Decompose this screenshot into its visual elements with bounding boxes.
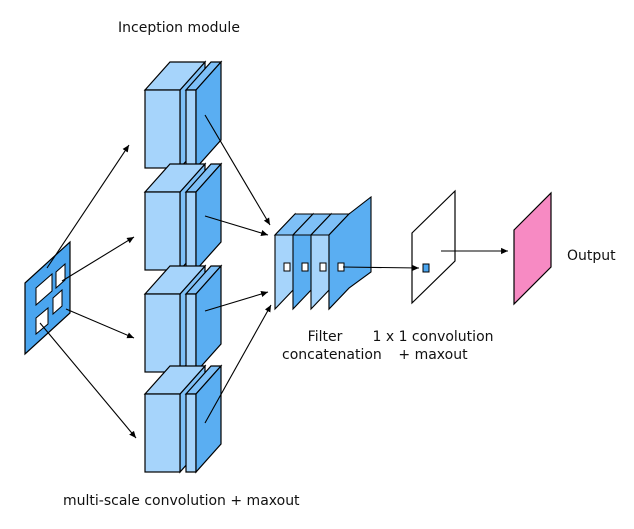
conv-1x1-line2: + maxout bbox=[398, 347, 468, 363]
filter-concatenation-label: Filter concatenation bbox=[282, 328, 382, 364]
output-map bbox=[513, 191, 552, 306]
inception-block-1 bbox=[143, 60, 223, 170]
output-label: Output bbox=[567, 248, 616, 264]
multiscale-label: multi-scale convolution + maxout bbox=[63, 493, 300, 509]
arrows-blocks-to-concat bbox=[204, 114, 272, 424]
filter-concatenation-line2: concatenation bbox=[282, 347, 382, 363]
filter-concatenation-line1: Filter bbox=[307, 329, 343, 345]
inception-block-4 bbox=[143, 364, 223, 474]
conv-1x1-map bbox=[411, 189, 456, 305]
inception-module-label: Inception module bbox=[118, 20, 240, 36]
conv-1x1-label: 1 x 1 convolution + maxout bbox=[368, 328, 498, 364]
conv-1x1-line1: 1 x 1 convolution bbox=[372, 329, 494, 345]
filter-concatenation-stack bbox=[273, 195, 372, 311]
arrows-input-to-blocks bbox=[39, 144, 137, 439]
input-feature-map bbox=[24, 240, 71, 356]
inception-block-3 bbox=[143, 264, 223, 374]
arrows-to-output bbox=[342, 247, 508, 271]
